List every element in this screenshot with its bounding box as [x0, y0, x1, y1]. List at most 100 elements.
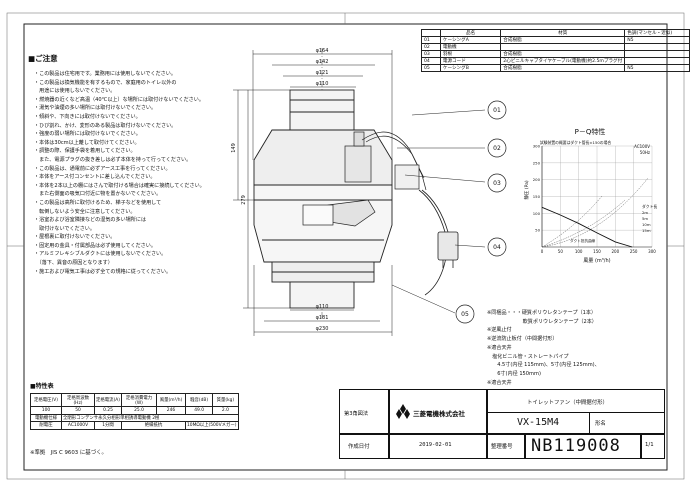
pq-voltage: AC100V: [634, 144, 650, 149]
note-line: ・湯気や油煙の多い場所には取付けないでください。: [34, 105, 157, 112]
callout-03: 03: [493, 180, 501, 187]
company-name: 三菱電機株式会社: [413, 410, 465, 418]
spec-header-cell: 質量(kg): [212, 393, 239, 407]
note-line: ・この製品は高所に取付けるため、梯子などを使用して: [34, 199, 162, 206]
pq-ytick: 300: [533, 144, 541, 149]
date-label-cell: 作成日付: [339, 433, 390, 459]
parts-cell: 04: [421, 57, 441, 65]
note-line: ・この製品は換気機能を有するもので、家庭用のトイレ以外の: [34, 79, 177, 86]
spec-insulation-label: 絶縁抵抗: [121, 421, 186, 430]
feature-line: ※逆風止付: [487, 327, 512, 334]
model-label: 形名: [595, 421, 606, 427]
spec-title: ■特性表: [30, 383, 54, 390]
date-value: 2019-02-01: [419, 442, 452, 448]
pq-xtick: 300: [648, 249, 656, 254]
note-line: ・強度の弱い場所には取付けないでください。: [34, 131, 141, 138]
parts-header-no: [421, 29, 441, 37]
parts-cell: 03: [421, 50, 441, 58]
spec-header-cell: 定格電流(A): [94, 393, 122, 407]
pq-duct-label: ダクト抵抗曲線: [570, 238, 596, 243]
parts-cell: ケーシングB: [439, 64, 502, 72]
note-line: ・調整の際、保護手袋を着用してください。: [34, 148, 136, 155]
spec-motor-label: 電動機仕様: [30, 413, 62, 423]
product-cell: トイレットファン（中間据付形） 形名 VX-15M4: [486, 389, 665, 435]
pq-xlabel: 風量 (m³/h): [583, 257, 610, 264]
spec-value-cell: 246: [156, 406, 186, 415]
parts-cell: 合成樹脂: [500, 64, 626, 72]
parts-header-color: 色調(マンセル・近似): [624, 29, 690, 37]
parts-header-material: 材質: [500, 29, 626, 37]
pq-ytick: 200: [533, 177, 541, 182]
date-label: 作成日付: [348, 444, 370, 450]
note-line: ・浴室および浴室隣接などの湿気の多い場所には: [34, 217, 147, 224]
note-line: ・アルミフレキシブルダクトには使用しないでください。: [34, 251, 167, 258]
model-number: VX-15M4: [517, 417, 560, 428]
callout-02: 02: [493, 145, 501, 152]
pq-legend-entry: 5m: [642, 216, 648, 221]
parts-cell: 02: [421, 43, 441, 51]
note-line: ・燃焼器の近くなど高温（40℃以上）な場所には取付けないでください。: [34, 96, 204, 103]
parts-cell: 合成樹脂: [500, 36, 626, 44]
spec-dielectric-row: 耐電圧 AC1000V 1分間 絶縁抵抗 10MΩ以上(500Vメガー): [30, 421, 239, 430]
date-cell: 2019-02-01: [388, 433, 488, 459]
product-name: トイレットファン（中間据付形）: [527, 400, 608, 406]
pq-ytick: 50: [535, 228, 540, 233]
parts-cell: ケーシングA: [439, 36, 502, 44]
dim-top-1: φ164: [316, 48, 329, 54]
pq-xtick: 50: [558, 249, 564, 254]
spec-header-cell: 定格消費電力(W): [121, 393, 157, 407]
dim-bottom-3: φ230: [316, 326, 329, 332]
parts-cell: 羽根: [439, 50, 502, 58]
note-line: （落下、異音の原因となります）: [34, 260, 113, 267]
note-line: ・この製品は住宅用です。業務用には使用しないでください。: [34, 71, 176, 77]
note-line: また、電源プラグの抜き差しは必ず本体を持って行ってください。: [34, 156, 192, 163]
page-value: 1/1: [645, 442, 654, 448]
spec-dielectric-time: 1分間: [94, 421, 122, 430]
spec-motor-row: 電動機仕様 全閉形コンデンサ永久分相形単相誘導電動機 2極: [30, 413, 239, 423]
feature-line: ※適合天井: [487, 344, 512, 351]
pq-legend-entry: 10m: [642, 222, 651, 227]
pq-ytick: 150: [533, 194, 541, 199]
callout-05: 05: [461, 311, 469, 318]
spec-header-cell: 定格周波数(Hz): [61, 393, 95, 407]
spec-table: 定格電圧(V)定格周波数(Hz)定格電流(A)定格消費電力(W)風量(m³/h)…: [30, 393, 239, 430]
parts-cell: [500, 43, 626, 51]
spec-header-cell: 定格電圧(V): [30, 393, 62, 407]
dim-left-149: 149: [231, 143, 237, 153]
feature-line: ※同梱品・・・硬質ポリウレタンテープ（1本）: [487, 310, 597, 316]
dim-top-4: φ110: [316, 81, 329, 87]
callout-01: 01: [493, 107, 501, 114]
number-label-cell: 整理番号: [486, 433, 526, 459]
feature-line: 塩化ビニル管・ストレートパイプ: [487, 353, 569, 360]
title-block: 第3角図法 三菱電機株式会社 トイレットファン（中間据付形） 形名 VX-15M…: [339, 389, 665, 469]
note-line: 転倒しないよう安全に注意してください。: [34, 208, 136, 215]
feature-line: ※適合天井: [487, 379, 512, 386]
notes-list: ・この製品は住宅用です。業務用には使用しないでください。・この製品は換気機能を有…: [34, 70, 239, 276]
pq-ylabel: 静圧 (Pa): [523, 180, 530, 199]
projection-cell: 第3角図法: [339, 389, 390, 435]
pq-xtick: 250: [630, 249, 638, 254]
spec-value-cell: 0.25: [94, 406, 122, 415]
callout-bubbles: [455, 100, 507, 324]
dim-top-3: φ121: [316, 70, 329, 76]
company-cell: 三菱電機株式会社: [388, 389, 488, 435]
parts-cell: N5: [624, 36, 690, 44]
parts-cell: 01: [421, 36, 441, 44]
pq-legend-entry: 15m: [642, 228, 651, 233]
feature-line: ※逆流防止板付（中間据付形）: [487, 336, 558, 343]
spec-value-cell: 25.0: [121, 406, 157, 415]
note-line: 取付けないでください。: [34, 225, 95, 232]
left-dimensions: [233, 89, 290, 309]
pq-xtick: 200: [612, 249, 620, 254]
spec-header-row: 定格電圧(V)定格周波数(Hz)定格電流(A)定格消費電力(W)風量(m³/h)…: [30, 393, 239, 407]
spec-dielectric-label: 耐電圧: [30, 421, 62, 430]
top-dimensions: [252, 50, 393, 160]
number-value: NB119008: [531, 436, 621, 456]
feature-line: 軟質ポリウレタンテープ（2本）: [487, 318, 597, 325]
parts-cell: 電源コード: [439, 57, 502, 65]
pq-note: 試験装置の概要はダクト管長±150の場合: [540, 140, 611, 145]
